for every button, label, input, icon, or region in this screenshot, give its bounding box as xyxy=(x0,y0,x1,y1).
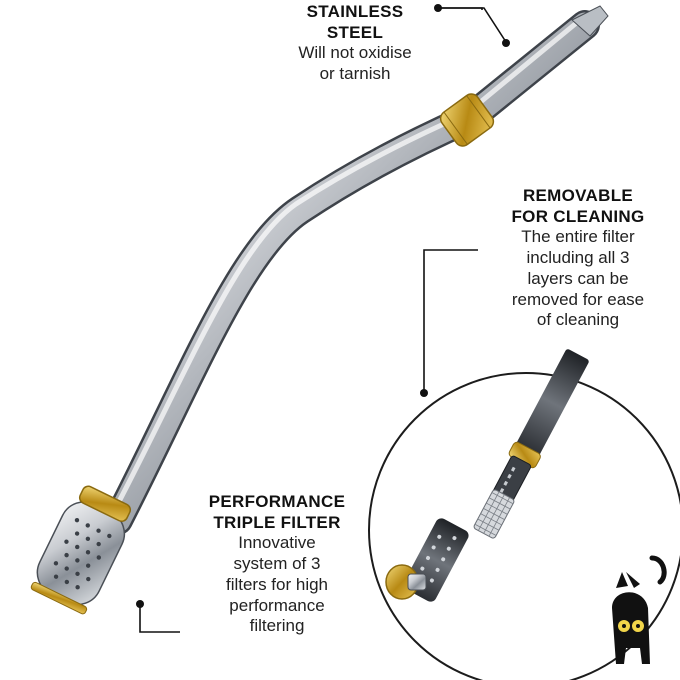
callout-description: Innovative xyxy=(238,533,316,553)
black-cat-logo-icon xyxy=(612,555,667,664)
straw-icon xyxy=(103,5,609,535)
callout-title: TRIPLE FILTER xyxy=(213,512,341,532)
detail-magnifier xyxy=(368,349,680,680)
callout-description: system of 3 xyxy=(233,554,321,574)
callout-description: Will not oxidise xyxy=(298,43,412,63)
callout-removable: REMOVABLE FOR CLEANING The entire filter… xyxy=(478,186,678,331)
callout-description: layers can be xyxy=(527,268,629,288)
callout-description: The entire filter xyxy=(521,227,635,247)
callout-description: of cleaning xyxy=(536,310,620,330)
leader-dots xyxy=(136,4,510,608)
callout-title: FOR CLEANING xyxy=(511,206,645,226)
callout-title: STAINLESS xyxy=(306,2,404,21)
callout-title: PERFORMANCE xyxy=(208,492,346,511)
callout-description: filtering xyxy=(249,616,305,636)
callout-description: including all 3 xyxy=(526,248,630,268)
callout-description: filters for high xyxy=(225,574,329,594)
callout-title: STEEL xyxy=(326,22,384,42)
upper-brass-ring xyxy=(439,93,495,147)
callout-title: REMOVABLE xyxy=(522,186,634,205)
filter-head-icon xyxy=(30,485,132,615)
callout-description: removed for ease xyxy=(511,289,645,309)
leader-lines xyxy=(139,7,507,633)
callout-triple-filter: PERFORMANCE TRIPLE FILTER Innovative sys… xyxy=(192,492,362,637)
callout-stainless-steel: STAINLESS STEEL Will not oxidise or tarn… xyxy=(280,2,430,85)
callout-description: or tarnish xyxy=(319,64,391,84)
callout-description: performance xyxy=(229,595,325,615)
